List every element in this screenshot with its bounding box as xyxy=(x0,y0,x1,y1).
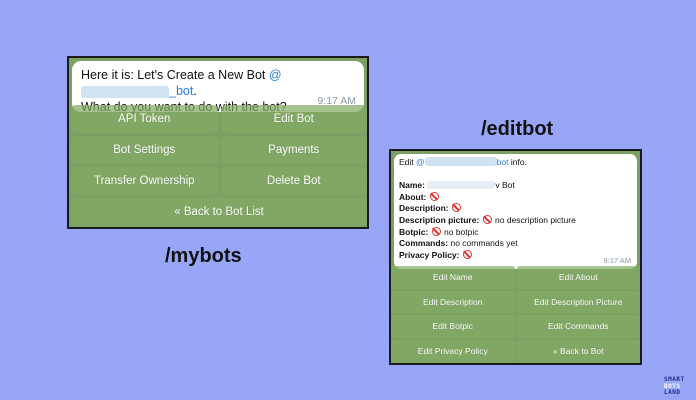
edit-description-picture-button[interactable]: Edit Description Picture xyxy=(516,290,640,313)
delete-bot-button[interactable]: Delete Bot xyxy=(220,167,367,195)
mybots-caption: /mybots xyxy=(165,245,242,267)
bot-mention-link[interactable]: @_bot xyxy=(81,68,282,98)
transfer-ownership-button[interactable]: Transfer Ownership xyxy=(71,167,218,195)
privacy-policy-label: Privacy Policy: xyxy=(399,249,460,260)
smartbotsland-logo: SMART BOTS LAND xyxy=(664,376,685,396)
botpic-value: no botpic xyxy=(441,226,479,237)
message-timestamp: 9:17 AM xyxy=(603,256,631,266)
edit-name-button[interactable]: Edit Name xyxy=(391,266,515,289)
message-timestamp: 9:17 AM xyxy=(317,95,356,107)
bot-mention-link[interactable]: @bot xyxy=(416,157,509,167)
api-token-button[interactable]: API Token xyxy=(71,105,218,133)
no-entry-icon xyxy=(482,214,492,224)
edit-bot-button[interactable]: Edit Bot xyxy=(220,105,367,133)
no-entry-icon xyxy=(462,249,472,259)
commands-label: Commands: xyxy=(399,238,449,249)
botpic-label: Botpic: xyxy=(399,226,429,237)
name-label: Name: xyxy=(399,180,425,191)
description-label: Description: xyxy=(399,203,449,214)
redacted-username xyxy=(424,157,497,166)
name-value: v Bot xyxy=(495,180,515,191)
description-picture-value: no description picture xyxy=(492,214,576,225)
mybots-message-text: Here it is: Let's Create a New Bot xyxy=(81,68,269,82)
edit-commands-button[interactable]: Edit Commands xyxy=(516,315,640,338)
mybots-screenshot: Here it is: Let's Create a New Bot @_bot… xyxy=(67,56,369,229)
description-picture-label: Description picture: xyxy=(399,214,480,225)
edit-botpic-button[interactable]: Edit Botpic xyxy=(391,315,515,338)
edit-privacy-policy-button[interactable]: Edit Privacy Policy xyxy=(391,339,515,362)
editbot-message-bubble: Edit @bot info. Name: v Bot About: Descr… xyxy=(394,154,637,269)
payments-button[interactable]: Payments xyxy=(220,136,367,164)
editbot-inline-keyboard: Edit Name Edit About Edit Description Ed… xyxy=(391,266,640,363)
back-to-bot-button[interactable]: « Back to Bot xyxy=(516,339,640,362)
about-label: About: xyxy=(399,191,427,202)
edit-about-button[interactable]: Edit About xyxy=(516,266,640,289)
no-entry-icon xyxy=(451,203,461,213)
back-to-bot-list-button[interactable]: « Back to Bot List xyxy=(71,198,367,226)
no-entry-icon xyxy=(431,226,441,236)
redacted-username xyxy=(81,86,169,98)
no-entry-icon xyxy=(429,191,439,201)
commands-value: no commands yet xyxy=(448,238,518,249)
bot-settings-button[interactable]: Bot Settings xyxy=(71,136,218,164)
mybots-inline-keyboard: API Token Edit Bot Bot Settings Payments… xyxy=(71,105,367,227)
edit-description-button[interactable]: Edit Description xyxy=(391,290,515,313)
editbot-screenshot: Edit @bot info. Name: v Bot About: Descr… xyxy=(389,149,642,365)
editbot-caption: /editbot xyxy=(481,118,554,140)
redacted-name xyxy=(427,181,496,190)
